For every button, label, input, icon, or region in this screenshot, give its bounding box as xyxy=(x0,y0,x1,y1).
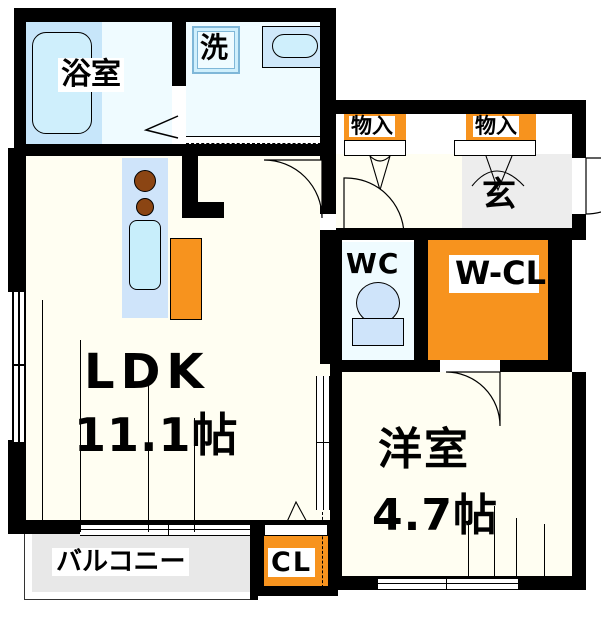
wall-hall-bottom xyxy=(336,228,586,240)
front-door-swing xyxy=(585,157,601,215)
label-wc: WC xyxy=(346,247,400,280)
ldk-balcony-window-split xyxy=(168,524,170,536)
bedroom-hairline-2 xyxy=(494,506,495,578)
ldk-door-swing xyxy=(263,159,323,219)
label-balcony: バルコニー xyxy=(52,548,190,576)
kitchen-sink xyxy=(129,220,161,290)
wall-right-upper xyxy=(572,100,586,158)
bedroom-door-swing xyxy=(445,371,501,427)
bedroom-hairline-3 xyxy=(516,518,517,578)
label-washer: 洗 xyxy=(200,31,229,64)
window-left-center xyxy=(12,364,26,366)
ldk-balcony-window-mullion xyxy=(80,529,260,531)
label-ldk-name: LDK xyxy=(84,344,210,400)
window-left-mullion xyxy=(18,292,20,442)
label-bedroom-name: 洋室 xyxy=(378,424,470,475)
bedroom-window-mullion xyxy=(378,583,518,585)
label-genkan: 玄 xyxy=(482,175,516,215)
wall-left-upper xyxy=(14,8,26,148)
label-bedroom-area: 4.7帖 xyxy=(372,490,498,541)
ldk-hairline-1 xyxy=(42,300,43,532)
hall-door-swing xyxy=(343,177,405,235)
washing-machine-inner xyxy=(197,31,235,69)
wall-right-wcl xyxy=(548,228,572,372)
bedroom-sliding-dashed xyxy=(322,512,323,588)
wall-wc-right xyxy=(414,240,428,364)
label-closet: CL xyxy=(268,548,316,577)
wall-left-ldk-top xyxy=(8,148,26,292)
wall-washroom-right xyxy=(320,8,336,156)
ldk-hall-door-opening xyxy=(320,214,336,230)
refrigerator xyxy=(170,238,202,320)
wall-left-ldk-bottom xyxy=(8,440,26,532)
toilet-bowl xyxy=(356,282,400,324)
wall-bath-bottom xyxy=(14,144,172,156)
wall-closet-left xyxy=(254,524,264,594)
label-bath: 浴室 xyxy=(58,58,124,92)
closet-shelf xyxy=(264,524,328,536)
wall-closet-right xyxy=(328,524,338,594)
stove-burner-2 xyxy=(136,198,154,216)
ldk-hairline-3 xyxy=(148,380,149,532)
wall-ldk-hall xyxy=(320,156,336,216)
bath-folding-door xyxy=(143,115,179,139)
label-walk-in-closet-line1: W-CL xyxy=(449,255,546,293)
label-storage-left: 物入 xyxy=(349,114,395,138)
wall-bedroom-right xyxy=(572,372,586,588)
storage-right-door-arc xyxy=(471,155,525,192)
storage-middle-gap xyxy=(416,114,458,140)
ldk-floor xyxy=(22,154,332,534)
wall-closet-bottom xyxy=(254,586,338,596)
washroom-sliding-door xyxy=(186,136,326,144)
bedroom-window-split xyxy=(446,578,448,590)
storage-left-shelf xyxy=(344,140,406,156)
front-door-opening xyxy=(572,158,586,214)
closet-door-arc xyxy=(285,500,309,525)
bedroom-sliding-center xyxy=(316,442,330,444)
balcony-right-edge xyxy=(250,522,258,600)
bedroom-hairline-1 xyxy=(468,520,469,578)
stove-burner-1 xyxy=(134,170,156,192)
bath-door-opening xyxy=(172,86,186,138)
wall-genkan-top xyxy=(336,100,586,114)
storage-right-shelf xyxy=(454,140,536,156)
label-storage-right: 物入 xyxy=(473,114,519,138)
label-ldk-area: 11.1帖 xyxy=(74,408,239,462)
vanity-bowl xyxy=(272,34,318,58)
genkan-floor xyxy=(462,154,572,234)
wall-washroom-bottom xyxy=(172,144,332,156)
wall-wc-left xyxy=(330,240,342,364)
bedroom-hairline-4 xyxy=(544,524,545,578)
bedroom-floor xyxy=(342,372,572,584)
toilet-tank xyxy=(352,318,404,346)
ldk-hairline-2 xyxy=(80,340,81,532)
bedroom-door-opening xyxy=(440,360,500,372)
wall-kitchen-divider-top xyxy=(182,202,224,218)
ldk-hairline-4 xyxy=(194,418,195,532)
